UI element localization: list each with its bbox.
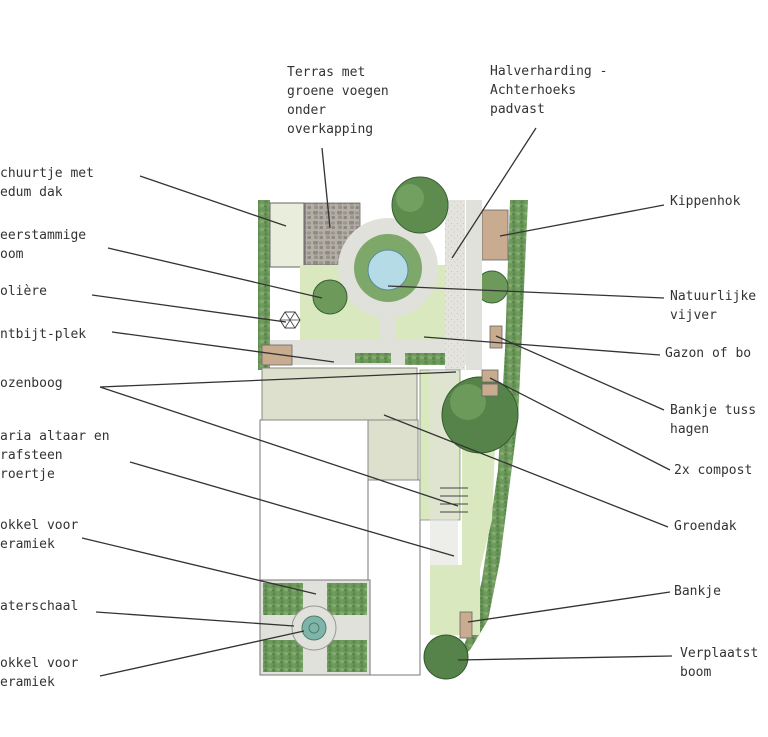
label-maria: aria altaar en rafsteen roertje — [0, 429, 117, 482]
waterschaal — [301, 615, 327, 641]
label-vijver: Natuurlijke vijver — [670, 289, 764, 323]
label-compost: 2x compost — [674, 463, 752, 478]
low-hedge — [355, 353, 391, 363]
label-sokkel-bottom: okkel voor eramiek — [0, 656, 86, 690]
bed-tr — [327, 583, 367, 615]
bankje-hagen-bench — [489, 325, 503, 349]
labels: Terras met groene voegen onder overkappi… — [0, 64, 766, 690]
ontbijt-plek-deck — [261, 344, 293, 366]
label-terras: Terras met groene voegen onder overkappi… — [287, 65, 397, 137]
label-bankje-hagen: Bankje tuss hagen — [670, 403, 764, 437]
pond-water — [367, 249, 409, 291]
meerstammige-tree — [312, 279, 348, 315]
groendak-roof-extension — [367, 419, 419, 481]
side-path — [367, 479, 421, 676]
low-hedge-2 — [405, 353, 445, 365]
right-path-top — [466, 200, 482, 370]
leader-lines — [81, 127, 673, 677]
path-to-pond — [380, 318, 396, 340]
open-area — [259, 419, 371, 581]
label-meerstammige: eerstammige oom — [0, 228, 94, 262]
tree-top-shade — [396, 184, 424, 212]
tree-large-shade — [450, 384, 486, 420]
compost-bin-2 — [481, 383, 499, 397]
bottom-right-planting — [430, 565, 480, 635]
compost-bin-1 — [481, 369, 499, 383]
bankje-bench — [459, 611, 473, 639]
label-halfverharding: Halverharding - Achterhoeks padvast — [490, 64, 615, 117]
right-hedge — [458, 200, 528, 660]
plan-drawing — [258, 176, 528, 680]
label-rozenboog: ozenboog — [0, 376, 63, 391]
label-verplaatst: Verplaatst boom — [680, 646, 766, 680]
schuurtje-shed — [269, 202, 305, 268]
label-gazon: Gazon of bo — [665, 346, 751, 361]
label-ontbijt: ntbijt-plek — [0, 327, 86, 342]
verplaatst-tree — [423, 634, 469, 680]
vertical-path-top — [445, 200, 465, 370]
bed-br — [327, 640, 367, 672]
label-groendak: Groendak — [674, 519, 737, 534]
label-kippenhok: Kippenhok — [670, 194, 741, 209]
label-bankje: Bankje — [674, 584, 721, 599]
label-sokkel-top: okkel voor eramiek — [0, 518, 86, 552]
groendak-roof — [261, 367, 418, 421]
label-schuurtje: chuurtje met edum dak — [0, 166, 102, 200]
label-waterschaal: aterschaal — [0, 599, 78, 614]
label-voliere: olière — [0, 284, 47, 299]
bed-bl — [263, 640, 303, 672]
bed-tl — [263, 583, 303, 615]
